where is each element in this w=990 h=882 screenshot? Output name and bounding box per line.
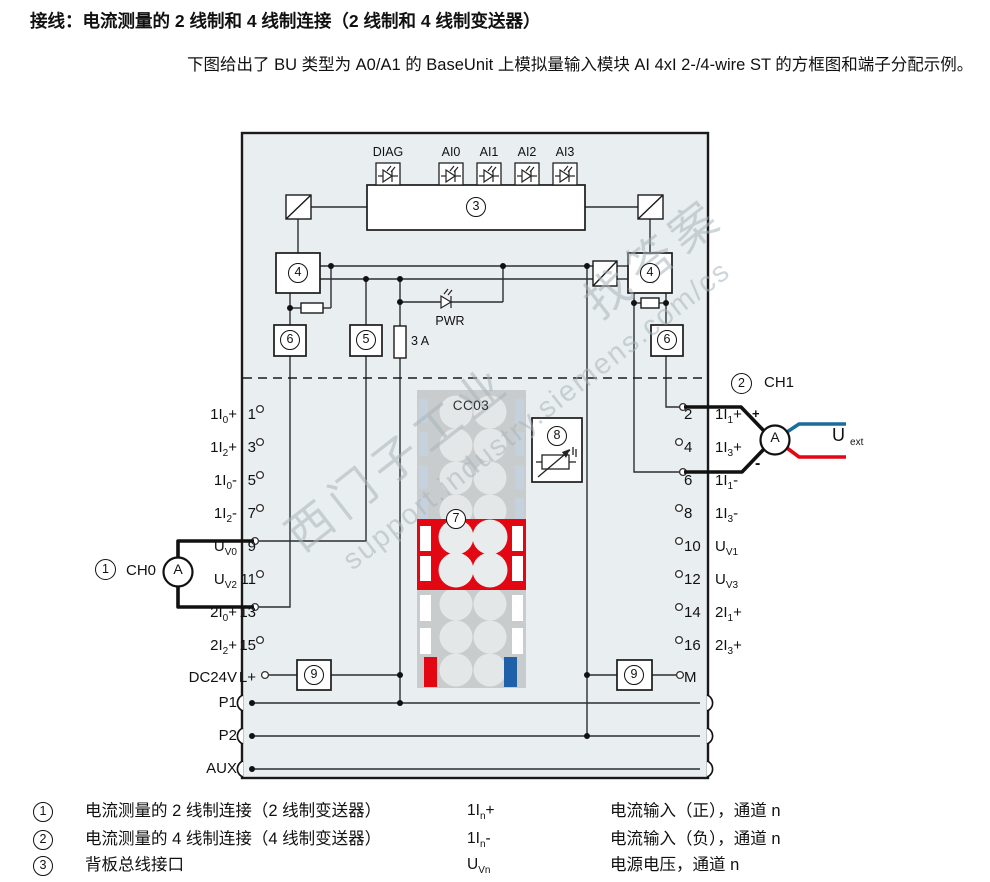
fuse-rating-label: 3 A [411,334,430,348]
intro-text: 下图给出了 BU 类型为 A0/A1 的 BaseUnit 上模拟量输入模块 A… [187,56,974,74]
terminal-label-right: 1I1+ [715,406,742,426]
passive-components [300,297,660,359]
ext-voltage-label: U ext [832,424,863,454]
pwr-led-label: PWR [435,314,465,328]
terminal-number-left: 13 [239,604,256,621]
terminal-label-right: UV1 [715,538,739,558]
terminal-label-left: 1I2+ [210,439,237,459]
terminal-label-right: UV3 [715,571,739,591]
legend-code: UVn [467,856,491,876]
badge-adc-left: 4 [288,263,308,283]
terminal-label-right: 1I3- [715,505,739,525]
led-label: AI3 [555,145,575,159]
terminal-number-right: 4 [684,439,693,456]
ch1-label: CH1 [764,374,795,391]
badge-6-right: 6 [657,330,677,350]
terminal-number-left: 11 [240,571,256,588]
terminal-label-right: 1I1- [715,472,739,492]
terminal-number-left: L+ [238,669,256,686]
bus-contacts [236,694,714,778]
terminal-label-left: 2I2+ [210,637,237,657]
legend-desc: 电流输入（负），通道 n [610,830,781,848]
terminal-label-left: 1I0- [213,472,237,492]
badge-7-terminal-block: 7 [446,509,466,529]
legend-desc: 电流输入（正），通道 n [610,802,781,820]
terminal-number-left: 5 [247,472,256,489]
rail-label: P2 [218,727,237,744]
terminal-points [250,402,688,680]
terminal-label-left: 1I0+ [210,406,237,426]
led-label: AI2 [517,145,537,159]
terminal-number-right: 2 [684,406,693,423]
terminal-number-left: 7 [247,505,256,522]
fuse-symbol [393,325,407,359]
badge-9-right: 9 [624,665,644,685]
terminal-block-label: CC03 [452,398,490,413]
ammeter-circles [162,424,791,588]
ch0-ammeter-label: A [173,561,183,577]
legend-text: 背板总线接口 [85,856,184,874]
overvoltage-protection-icon [536,447,577,478]
infeed-mark-red [424,657,437,687]
led-label: AI1 [479,145,499,159]
badge-8-protection: 8 [547,426,567,446]
pwr-led-icon [440,288,453,310]
terminal-number-left: 9 [247,538,256,555]
terminal-number-left: 15 [239,637,256,654]
terminal-number-right: 6 [684,472,693,489]
badge-ch1: 2 [731,373,752,394]
legend-badge: 1 [33,802,53,822]
terminal-number-right: 10 [684,538,701,555]
internal-wires [252,206,700,770]
terminal-number-right: 14 [684,604,701,621]
rail-label: AUX [206,760,237,777]
isolation-symbols [285,194,664,287]
legend-text: 电流测量的 2 线制连接（2 线制变送器） [85,802,382,820]
ch1-minus-sign: - [755,455,761,472]
terminal-label-right: 2I3+ [715,637,742,657]
external-wiring [176,405,766,609]
ch0-label: CH0 [126,562,157,579]
terminal-number-left: 3 [247,439,256,456]
terminal-number-right: 12 [684,571,701,588]
badge-9-left: 9 [304,665,324,685]
ext-supply-wire-red [785,446,846,459]
rail-label: P1 [218,694,237,711]
ch1-ammeter-label: A [770,429,780,445]
legend-badge: 3 [33,856,53,876]
page-title: 接线：电流测量的 2 线制和 4 线制连接（2 线制和 4 线制变送器） [30,11,541,31]
ext-supply-wire-blue [786,422,846,434]
terminal-label-left: UV0 [213,538,237,558]
ch1-plus-sign: + [752,406,760,421]
terminal-label-right: 2I1+ [715,604,742,624]
badge-adc-right: 4 [640,263,660,283]
baseunit-terminal-block-graphic [417,390,526,688]
terminal-label-left: UV2 [213,571,237,591]
led-label: AI0 [441,145,461,159]
ext-voltage-subscript: ext [850,437,864,448]
badge-6-left: 6 [280,330,300,350]
badge-ch0: 1 [95,559,116,580]
legend-code: 1In+ [467,802,495,822]
terminal-number-right: 16 [684,637,701,654]
legend-desc: 电源电压，通道 n [610,856,740,874]
terminal-label-left: 1I2- [213,505,237,525]
led-label: DIAG [372,145,404,159]
terminal-label-right: 1I3+ [715,439,742,459]
legend-code: 1In- [467,830,491,850]
legend-text: 电流测量的 4 线制连接（4 线制变送器） [85,830,382,848]
infeed-mark-blue [504,657,517,687]
legend-badge: 2 [33,830,53,850]
badge-5: 5 [356,330,376,350]
terminal-label-left: DC24V [188,669,237,686]
terminal-number-right: M [684,669,697,686]
terminal-number-left: 1 [247,406,256,423]
terminal-label-left: 2I0+ [210,604,237,624]
badge-backplane-bus: 3 [466,197,486,217]
ext-voltage-symbol: U [832,425,845,445]
terminal-number-right: 8 [684,505,693,522]
junction-dots [249,263,669,772]
function-blocks [273,184,684,691]
